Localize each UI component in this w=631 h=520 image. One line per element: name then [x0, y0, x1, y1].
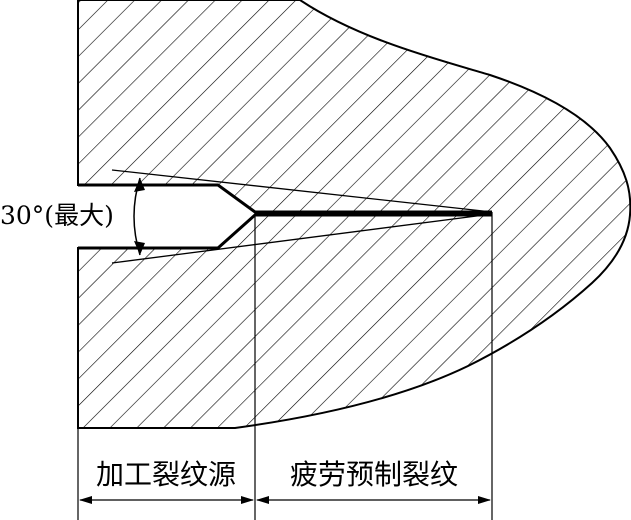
dim-arrow	[241, 496, 254, 504]
fatigue-precrack-label: 疲劳预制裂纹	[290, 458, 458, 491]
angle-arrow-top	[134, 178, 145, 192]
angle-ray-upper	[111, 169, 493, 213]
dim-arrow	[256, 496, 269, 504]
notch-outline	[78, 183, 492, 250]
dim-arrow	[478, 496, 491, 504]
angle-label: 30°(最大)	[0, 201, 114, 230]
angle-ray-lower	[111, 213, 493, 264]
dim-arrow	[79, 496, 92, 504]
machined-notch-label: 加工裂纹源	[96, 458, 236, 491]
angle-arrow-bottom	[134, 241, 145, 255]
